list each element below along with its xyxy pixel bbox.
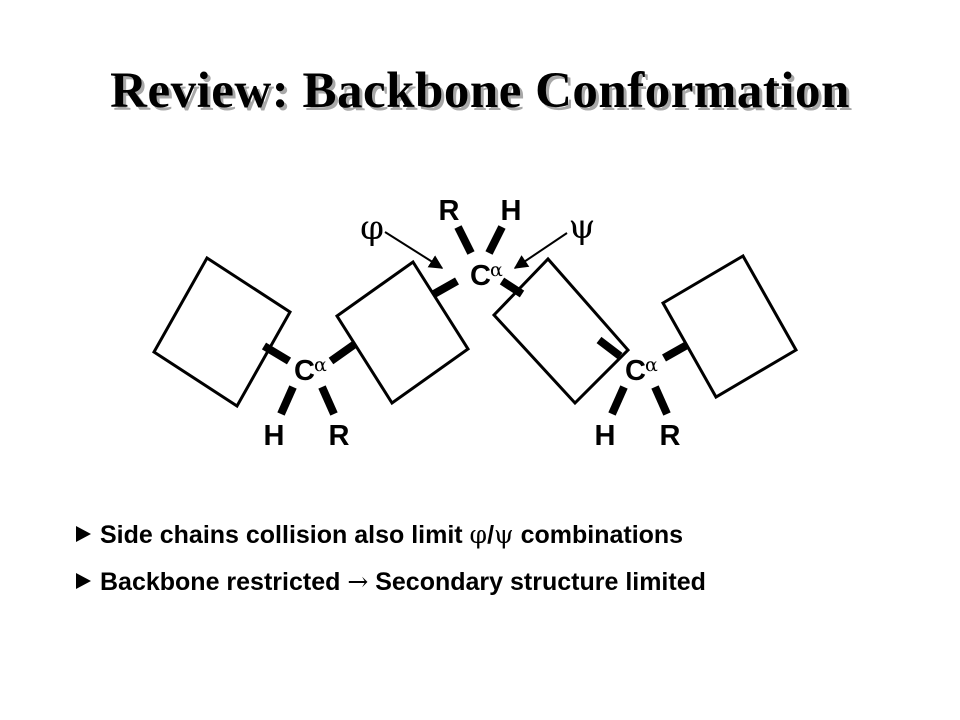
phi-arrow — [384, 231, 444, 269]
slide-title: Review: Backbone Conformation — [110, 63, 850, 119]
slash-text: / — [487, 521, 495, 549]
psi-symbol: ψ — [494, 520, 514, 549]
left-r-label: R — [329, 420, 350, 452]
psi-label: ψ — [569, 207, 596, 247]
top-alpha-label: α — [490, 259, 503, 281]
bond-line — [485, 225, 506, 255]
top-c-label: C — [470, 260, 491, 292]
bond-line — [596, 336, 623, 360]
left-c-label: C — [294, 355, 315, 387]
bullet-text: Secondary structure limited — [368, 568, 706, 596]
peptide-plane-3 — [491, 256, 631, 406]
bond-line — [662, 341, 689, 362]
bullet-text: Side chains collision also limit — [100, 521, 470, 549]
right-alpha-label: α — [645, 354, 658, 376]
peptide-plane-1 — [152, 255, 292, 409]
top-h-label: H — [501, 195, 522, 227]
bond-line — [261, 342, 292, 365]
right-h-label: H — [595, 420, 616, 452]
bullet-text: combinations — [513, 521, 684, 549]
bond-line — [328, 340, 358, 365]
bullet-text: Backbone restricted — [100, 568, 348, 596]
peptide-plane-2 — [334, 259, 471, 406]
bullet-item: Backbone restricted → Secondary structur… — [76, 567, 706, 614]
psi-arrow — [513, 232, 568, 269]
right-r-label: R — [660, 420, 681, 452]
bullet-list: Side chains collision also limit φ/ψ com… — [76, 520, 706, 614]
bond-line — [432, 277, 459, 298]
left-h-label: H — [264, 420, 285, 452]
bond-line — [651, 385, 671, 416]
phi-label: φ — [360, 208, 384, 248]
left-alpha-label: α — [314, 354, 327, 376]
bullet-arrow-icon — [76, 573, 91, 589]
top-r-label: R — [439, 195, 460, 227]
right-c-label: C — [625, 355, 646, 387]
bond-line — [277, 385, 297, 416]
phi-symbol: φ — [469, 520, 488, 549]
bullet-arrow-icon — [76, 526, 91, 542]
bond-line — [454, 225, 475, 255]
bullet-item: Side chains collision also limit φ/ψ com… — [76, 520, 706, 567]
right-arrow-symbol: → — [347, 567, 369, 596]
peptide-plane-4 — [660, 253, 799, 400]
bond-line — [318, 385, 338, 416]
bond-line — [608, 385, 628, 416]
bond-line — [499, 277, 525, 298]
